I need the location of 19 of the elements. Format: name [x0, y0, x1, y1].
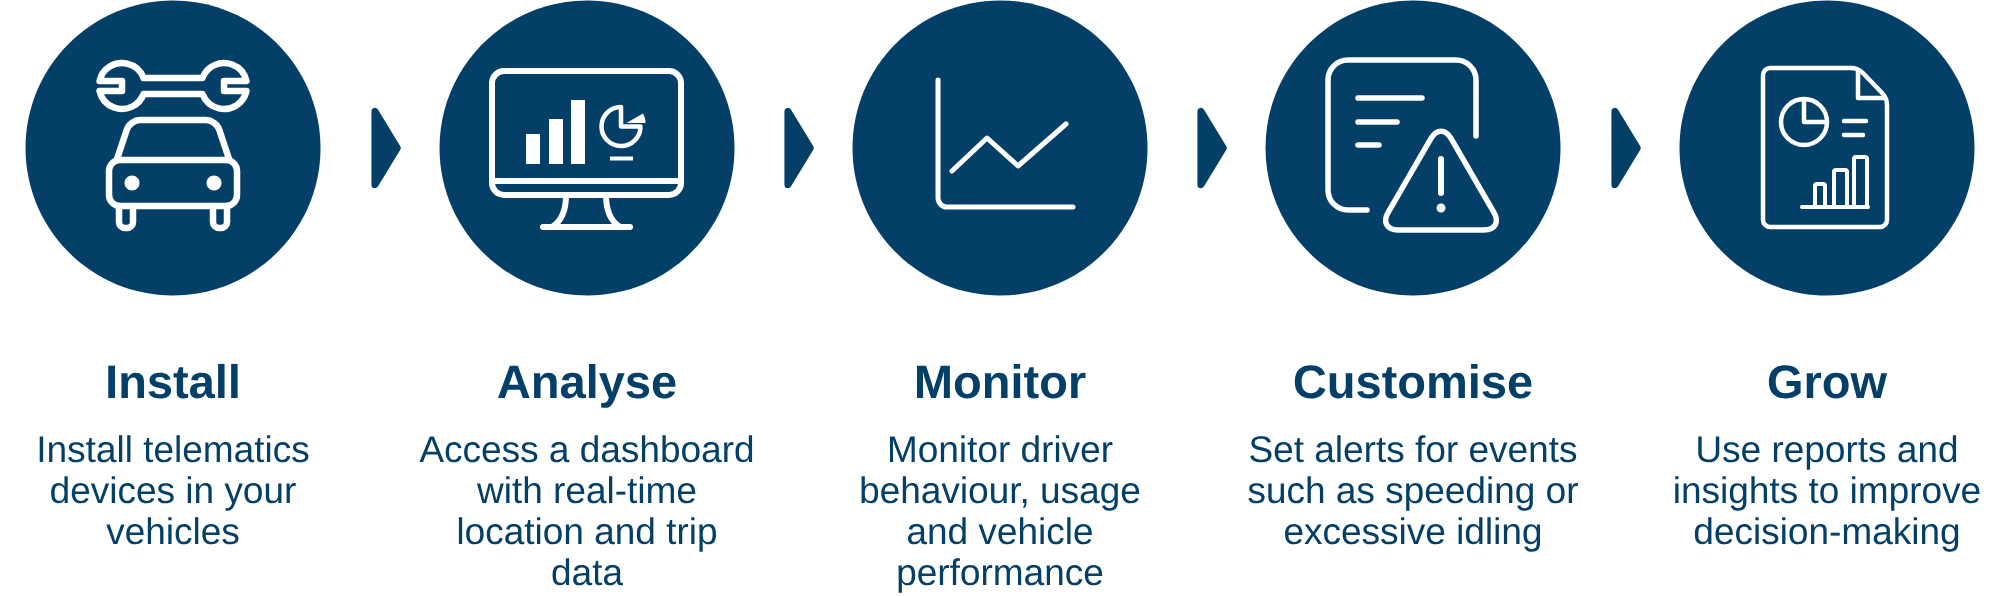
chevron-arrow [1611, 107, 1641, 189]
step-title: Grow [1768, 365, 1888, 399]
step-title: Install [108, 363, 238, 399]
step-circle [1679, 0, 1975, 296]
chevron-arrow [371, 107, 401, 189]
step-description: Monitor driver behaviour, usage and vehicle performance [861, 435, 1140, 593]
step-description: Use reports and insights to improve decision-making [1675, 435, 1980, 552]
chevron-arrow [784, 107, 814, 189]
step-circle [1265, 0, 1561, 296]
step-description: Set alerts for events such as speeding or excessive idling [1248, 435, 1578, 552]
step-title: Monitor [917, 363, 1086, 399]
step-title: Customise [1294, 363, 1532, 399]
step-title: Analyse [498, 363, 676, 408]
step-circle [852, 0, 1148, 296]
step-description: Access a dashboard with real-time location and trip data [419, 435, 753, 586]
step-circle [439, 0, 735, 296]
step-circle [25, 0, 321, 296]
chevron-arrow [1197, 107, 1227, 189]
step-description: Install telematics devices in your vehicles [39, 435, 309, 545]
